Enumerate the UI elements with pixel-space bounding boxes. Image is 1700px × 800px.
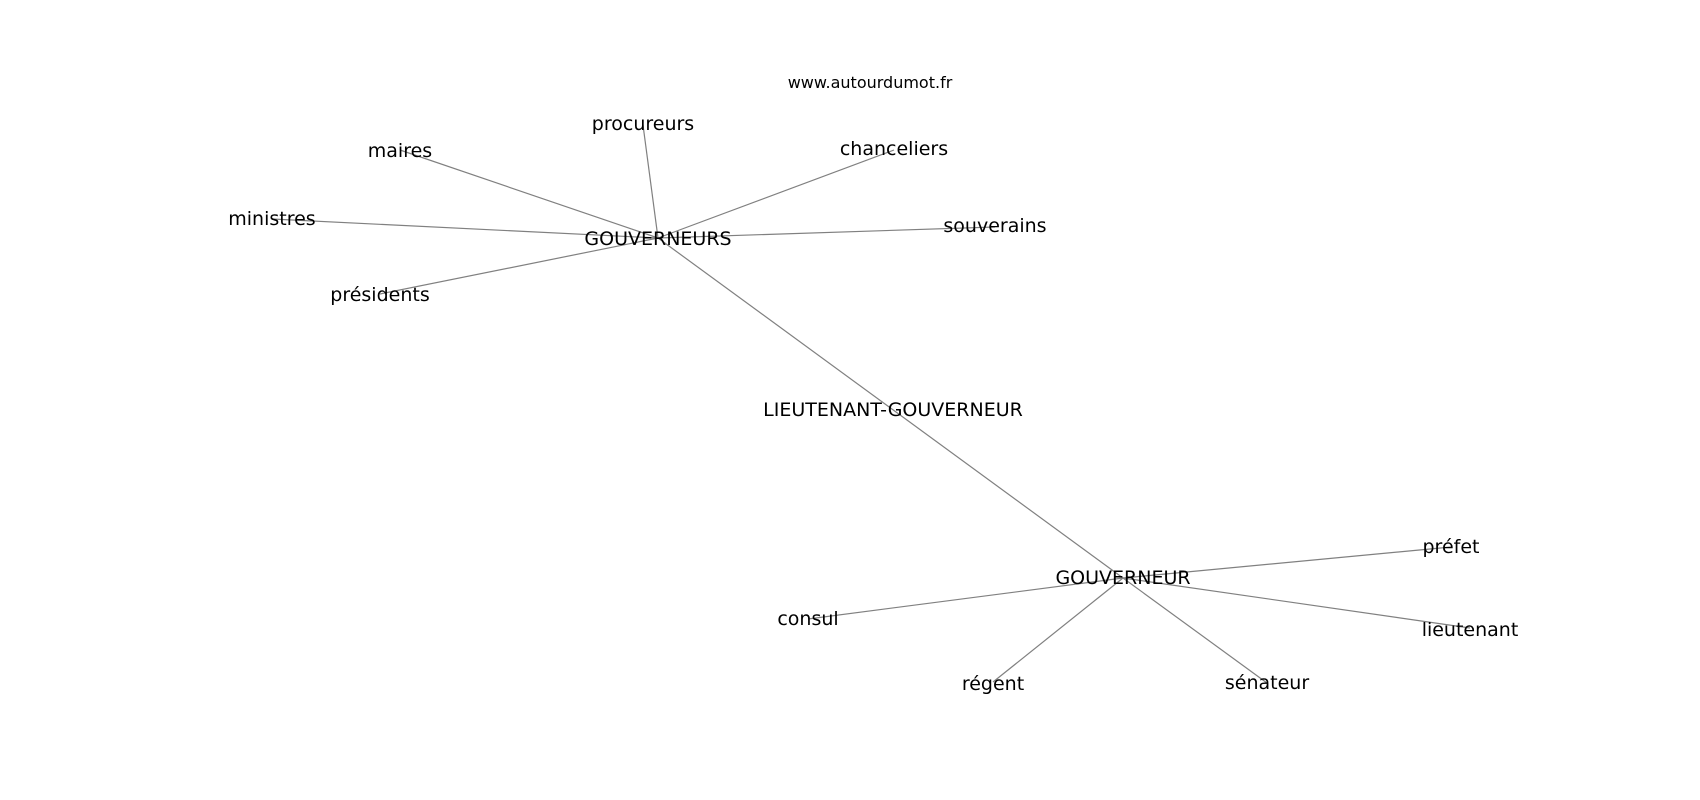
- nodes: GOUVERNEURS LIEUTENANT-GOUVERNEUR GOUVER…: [228, 113, 1518, 695]
- edge-gouverneur-regent: [992, 577, 1124, 683]
- edge-gouverneurs-maires: [399, 149, 659, 239]
- source-watermark: www.autourdumot.fr: [788, 73, 953, 92]
- node-maires[interactable]: maires: [368, 140, 432, 162]
- node-procureurs[interactable]: procureurs: [592, 113, 694, 135]
- edge-gouverneurs-souverains: [657, 226, 996, 239]
- node-ministres[interactable]: ministres: [228, 208, 315, 230]
- edge-gouverneurs-ministres: [271, 218, 659, 239]
- node-chanceliers[interactable]: chanceliers: [840, 138, 948, 160]
- edge-gouverneurs-chanceliers: [657, 149, 895, 239]
- edge-gouverneur-senateur: [1122, 577, 1268, 684]
- edge-gouverneurs-gouverneur: [657, 237, 1124, 579]
- node-senateur[interactable]: sénateur: [1225, 672, 1309, 694]
- node-gouverneur[interactable]: GOUVERNEUR: [1055, 567, 1190, 589]
- edge-gouverneur-consul: [807, 577, 1124, 620]
- node-gouverneurs[interactable]: GOUVERNEURS: [584, 228, 731, 250]
- edges: [271, 124, 1471, 684]
- node-consul[interactable]: consul: [777, 608, 838, 630]
- node-regent[interactable]: régent: [962, 673, 1024, 695]
- node-prefet[interactable]: préfet: [1423, 536, 1480, 558]
- edge-gouverneur-prefet: [1122, 546, 1452, 579]
- edge-gouverneur-lieutenant: [1122, 577, 1471, 629]
- node-souverains[interactable]: souverains: [943, 215, 1046, 237]
- edge-gouverneurs-procureurs: [642, 124, 659, 239]
- node-presidents[interactable]: présidents: [330, 284, 429, 306]
- node-lieutenant[interactable]: lieutenant: [1422, 619, 1519, 641]
- edge-gouverneurs-presidents: [379, 237, 659, 295]
- node-lieutenant-gouverneur[interactable]: LIEUTENANT-GOUVERNEUR: [763, 399, 1023, 421]
